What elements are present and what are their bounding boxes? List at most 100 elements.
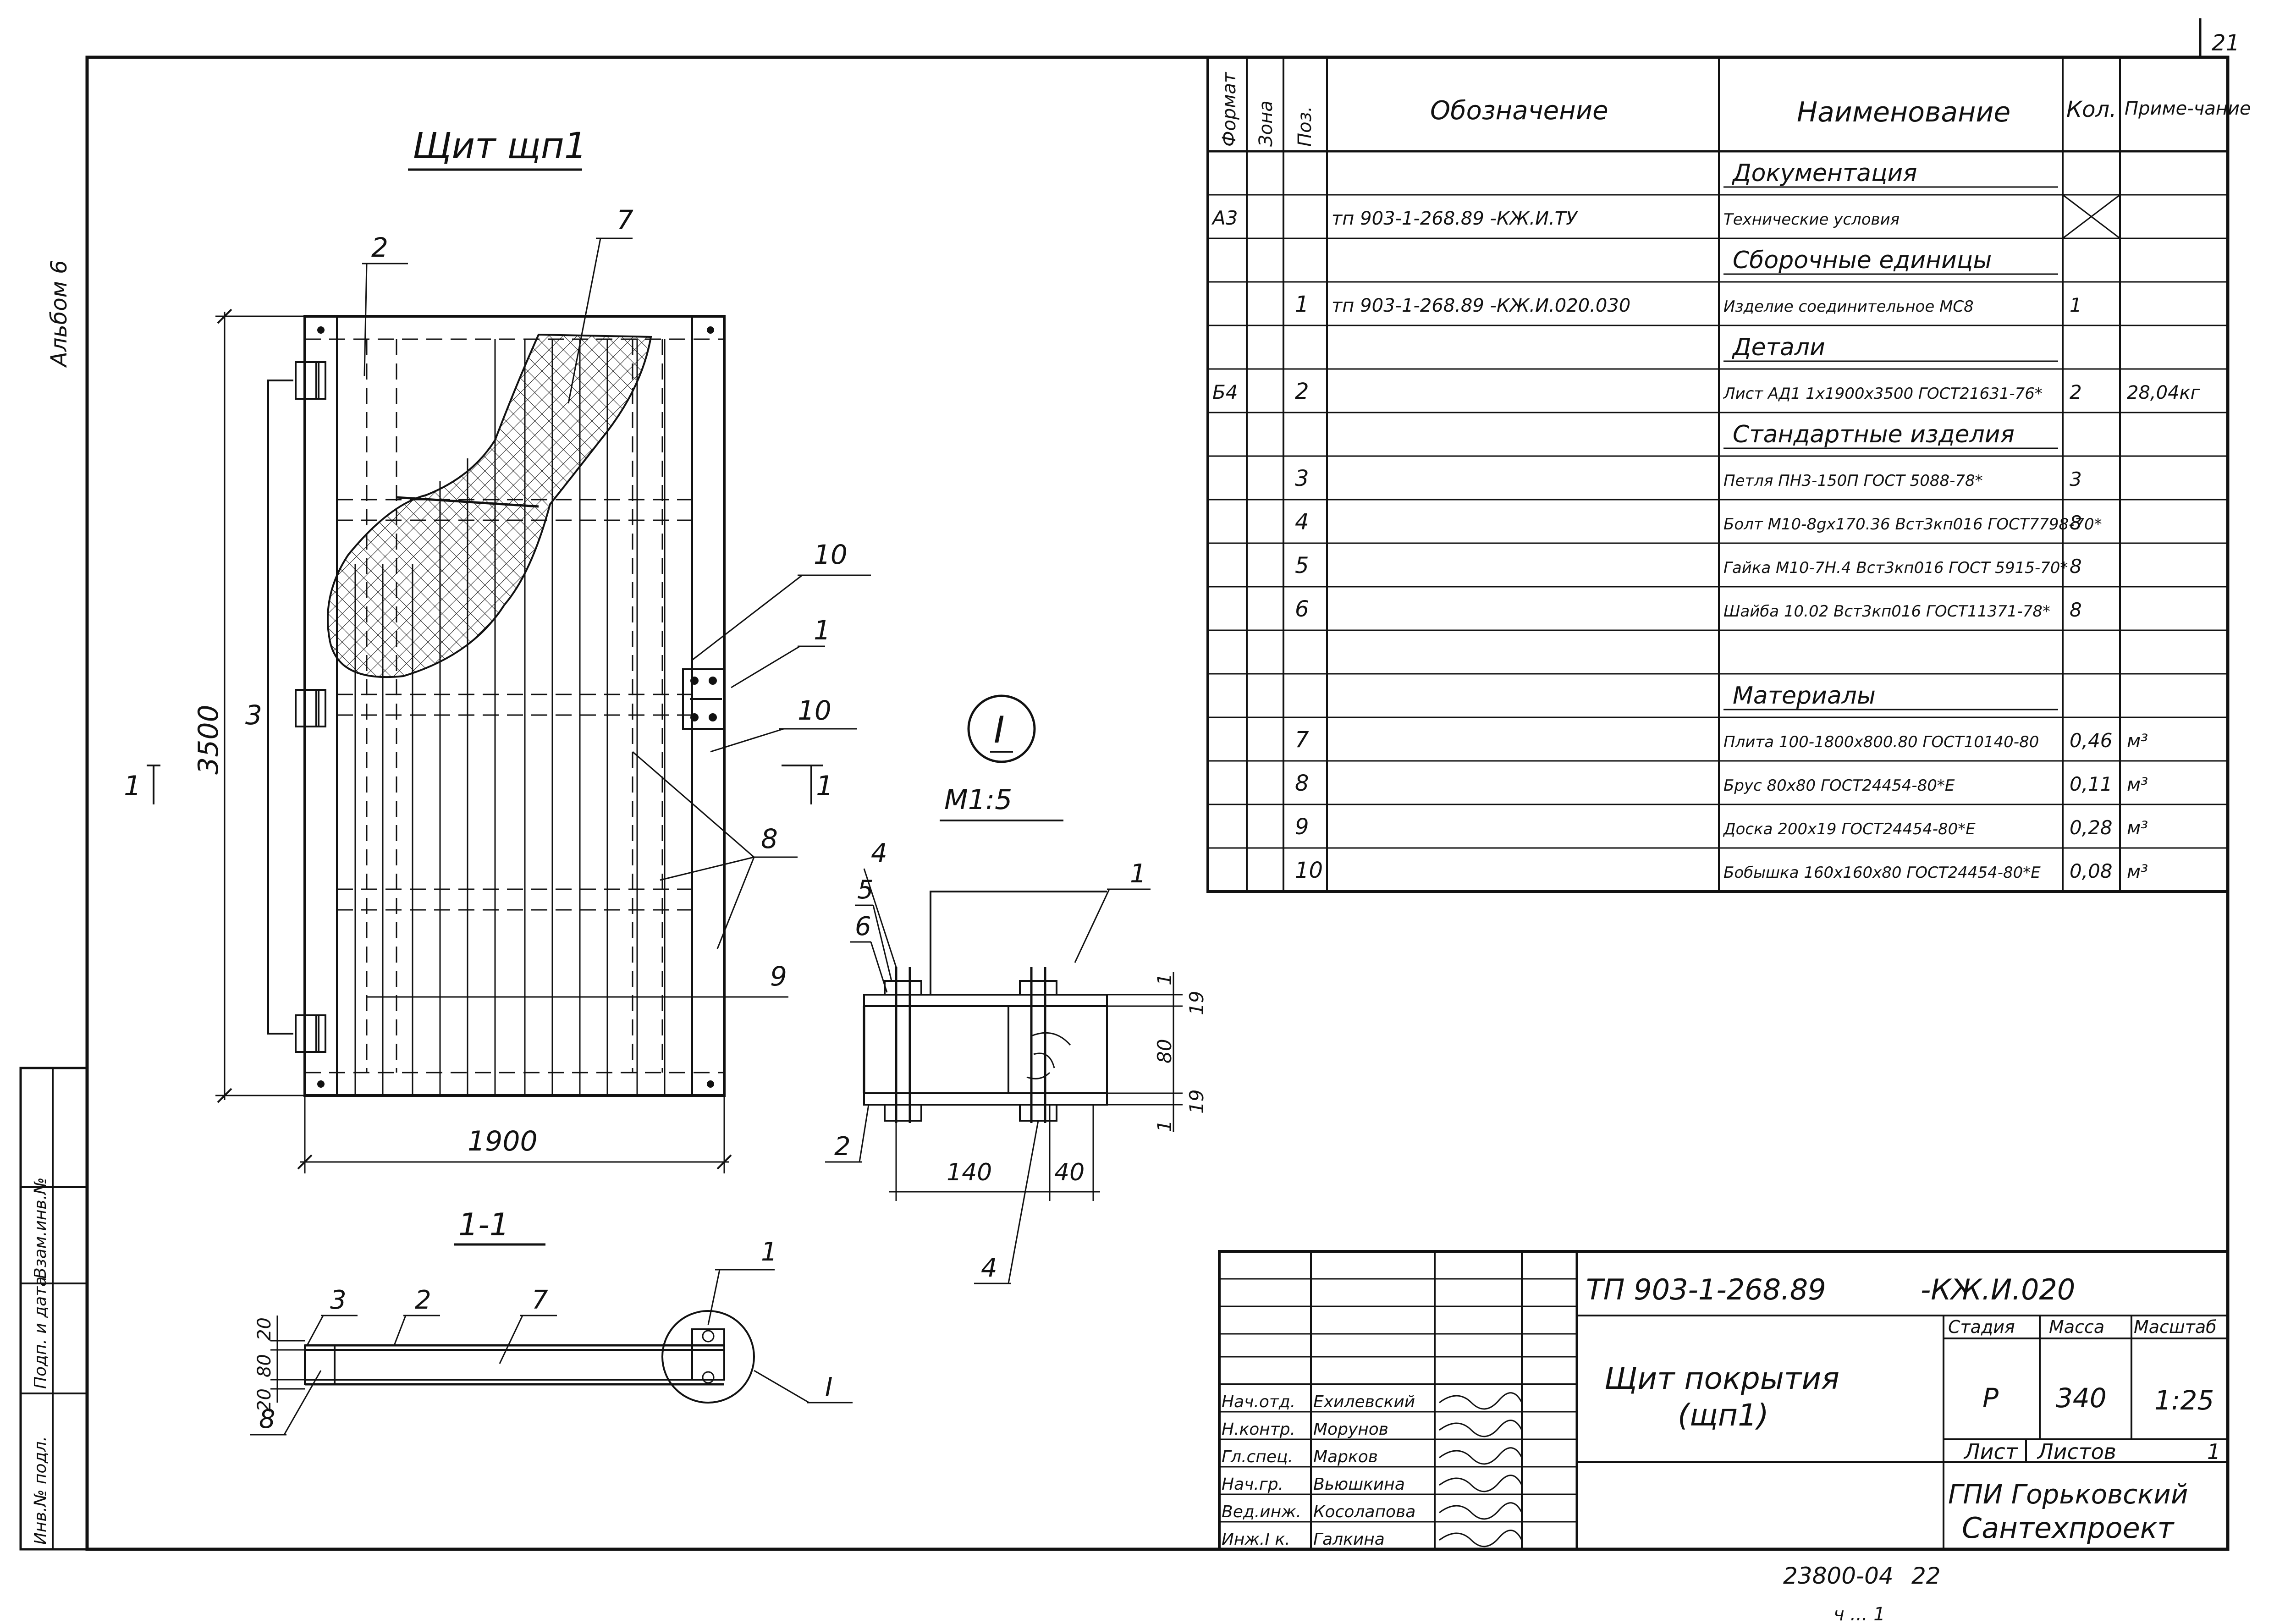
svg-text:8: 8 xyxy=(259,1404,275,1434)
staff-row: Нач.отд.Ехилевский xyxy=(1222,1392,1523,1411)
spec-cell-qty: 0,08 xyxy=(2070,860,2113,882)
signature xyxy=(1439,1502,1523,1520)
spec-header-qty: Кол. xyxy=(2066,97,2116,122)
detail-bolt-right xyxy=(1019,967,1057,1123)
doc-code-suffix: -КЖ.И.020 xyxy=(1921,1273,2075,1306)
left-strip-replace: Взам.инв.№ xyxy=(31,1177,50,1279)
spec-cell-pos: 8 xyxy=(1295,771,1309,796)
mass-value: 340 xyxy=(2056,1382,2107,1414)
spec-row: Материалы xyxy=(1208,682,2228,718)
staff-role: Инж.I к. xyxy=(1222,1530,1290,1549)
spec-cell-note: м³ xyxy=(2127,861,2148,882)
left-strip-inv: Инв.№ подл. xyxy=(31,1436,50,1545)
footer-code: 23800-04 xyxy=(1783,1563,1894,1589)
svg-text:80: 80 xyxy=(254,1354,275,1377)
footer-sheet-no: 22 xyxy=(1911,1563,1941,1589)
svg-text:9: 9 xyxy=(770,961,787,992)
left-strip: Инв.№ подл. Подп. и дата Взам.инв.№ xyxy=(19,1067,88,1551)
spec-cell-name: Доска 200х19 ГОСТ24454-80*Е xyxy=(1723,820,1976,838)
spec-cell-pos: 3 xyxy=(1295,466,1309,491)
spec-cell-note: м³ xyxy=(2127,774,2148,795)
page-number: 21 xyxy=(2212,30,2240,56)
spec-cell-qty: 2 xyxy=(2070,381,2082,403)
stage-value: Р xyxy=(1982,1382,1999,1414)
staff-name: Галкина xyxy=(1313,1530,1385,1549)
svg-text:2: 2 xyxy=(371,232,388,263)
section-mark-right: 1 xyxy=(782,765,833,804)
spec-cell-name: Болт М10-8gx170.36 Вст3кп016 ГОСТ7798-70… xyxy=(1723,515,2102,534)
svg-text:1: 1 xyxy=(1130,859,1146,889)
svg-text:2: 2 xyxy=(415,1285,431,1315)
spec-header-name: Наименование xyxy=(1797,96,2010,128)
detail-I: I М1:5 1 19 80 xyxy=(825,694,1208,1284)
spec-cell-name: Бобышка 160х160х80 ГОСТ24454-80*Е xyxy=(1723,864,2041,882)
svg-text:20: 20 xyxy=(254,1388,275,1412)
spec-cell-note: 28,04кг xyxy=(2127,382,2201,403)
sheets-value: 1 xyxy=(2207,1439,2220,1464)
scale-value: 1:25 xyxy=(2154,1385,2214,1416)
spec-header-designation: Обозначение xyxy=(1430,96,1608,126)
staff-row: Нач.гр.Вьюшкина xyxy=(1222,1475,1523,1494)
staff-name: Морунов xyxy=(1313,1420,1388,1439)
mass-label: Масса xyxy=(2049,1317,2104,1337)
staff-name: Марков xyxy=(1313,1448,1378,1466)
spec-cell-name: Плита 100-1800х800.80 ГОСТ10140-80 xyxy=(1723,733,2039,751)
spec-cell-pos: 2 xyxy=(1295,379,1309,404)
svg-text:1: 1 xyxy=(816,770,833,802)
spec-cell-qty: 0,11 xyxy=(2070,773,2113,795)
signature xyxy=(1439,1530,1523,1547)
svg-text:19: 19 xyxy=(1185,1090,1208,1114)
staff-role: Н.контр. xyxy=(1222,1420,1295,1439)
svg-text:1: 1 xyxy=(814,615,831,646)
spec-row: Стандартные изделия xyxy=(1208,421,2228,457)
spec-cell-name: Технические условия xyxy=(1723,210,1900,229)
section-title: 1-1 xyxy=(458,1207,509,1243)
signature xyxy=(1439,1447,1523,1465)
spec-cell-qty: 0,28 xyxy=(2070,816,2113,839)
scale-label: Масштаб xyxy=(2134,1317,2217,1337)
spec-row: Детали xyxy=(1208,334,2228,370)
spec-cell-name: Изделие соединительное МС8 xyxy=(1723,297,1974,316)
spec-row: Сборочные единицы xyxy=(1208,247,2228,283)
svg-text:140: 140 xyxy=(947,1159,992,1186)
staff-row: Гл.спец.Марков xyxy=(1222,1447,1523,1466)
corner-bolts xyxy=(317,326,714,1088)
spec-cell-name: Детали xyxy=(1732,334,1825,361)
plan-title: Щит щп1 xyxy=(413,126,587,167)
spec-cell-qty: 3 xyxy=(2070,468,2082,490)
signature xyxy=(1439,1475,1523,1492)
staff-name: Косолапова xyxy=(1313,1503,1415,1521)
svg-text:1: 1 xyxy=(761,1237,777,1267)
svg-text:1: 1 xyxy=(1153,973,1176,985)
spec-cell-designation: тп 903-1-268.89 -КЖ.И.020.030 xyxy=(1332,295,1630,316)
hinge-bottom xyxy=(295,1014,326,1053)
detail-circle xyxy=(661,1310,755,1404)
spec-cell-qty: 8 xyxy=(2070,599,2082,621)
staff-row: Вед.инж.Косолапова xyxy=(1222,1502,1523,1521)
doc-title-line2: (щп1) xyxy=(1678,1398,1769,1433)
svg-text:19: 19 xyxy=(1185,991,1208,1015)
org-line2: Сантехпроект xyxy=(1962,1511,2175,1545)
spec-cell-name: Стандартные изделия xyxy=(1733,421,2015,448)
org-line1: ГПИ Горьковский xyxy=(1948,1479,2188,1510)
svg-text:10: 10 xyxy=(814,539,848,570)
spec-cell-qty: 8 xyxy=(2070,512,2082,534)
hinge-middle xyxy=(295,689,326,727)
dim-height: 3500 xyxy=(193,705,225,775)
section-1-1: 1-1 20 80 20 3 2 7 1 8 I xyxy=(250,1207,853,1436)
svg-text:4: 4 xyxy=(981,1253,997,1283)
spec-cell-pos: 6 xyxy=(1295,596,1309,622)
staff-name: Ехилевский xyxy=(1313,1393,1415,1411)
svg-text:7: 7 xyxy=(617,204,633,236)
svg-text:40: 40 xyxy=(1054,1159,1085,1186)
title-block: ТП 903-1-268.89 -КЖ.И.020 Щит покрытия (… xyxy=(1218,1250,2229,1551)
spec-cell-pos: 7 xyxy=(1295,727,1309,753)
